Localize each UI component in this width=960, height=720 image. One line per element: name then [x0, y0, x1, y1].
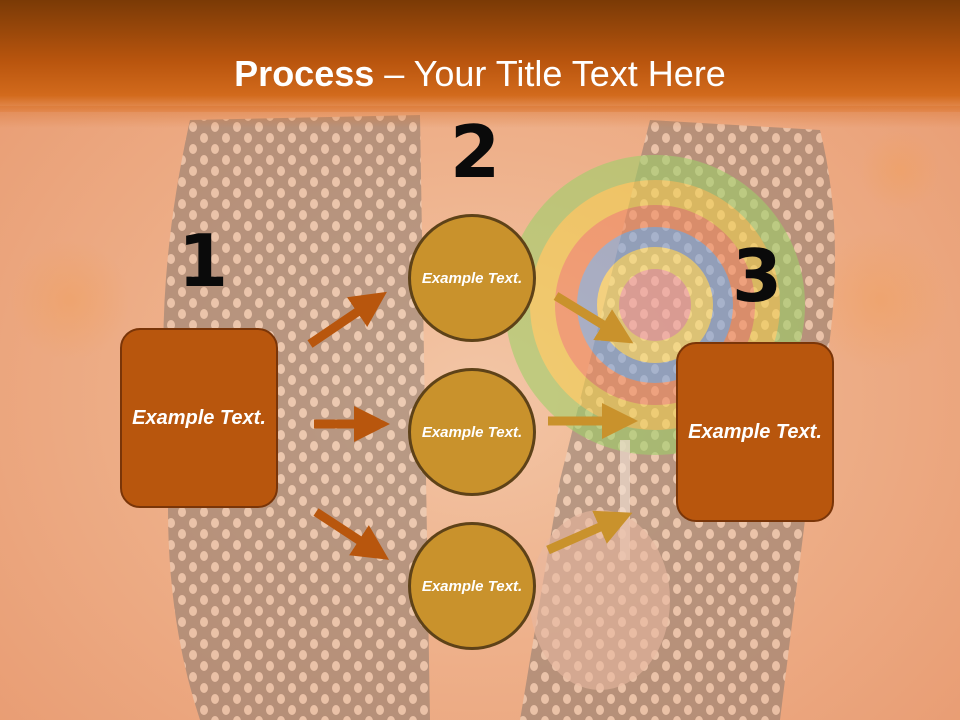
- step-number-2: 2: [450, 110, 501, 194]
- circle-bottom-label: Example Text.: [421, 577, 523, 595]
- step-1-box[interactable]: Example Text.: [120, 328, 278, 508]
- circle-middle-label: Example Text.: [421, 423, 523, 441]
- circle-top-label: Example Text.: [421, 269, 523, 287]
- title-bar: [0, 0, 960, 112]
- arrow-1-to-top: [307, 291, 387, 348]
- title-bold: Process: [234, 53, 375, 94]
- step-2-circle-middle[interactable]: Example Text.: [408, 368, 536, 496]
- step-2-circle-top[interactable]: Example Text.: [408, 214, 536, 342]
- step-1-label: Example Text.: [132, 406, 266, 429]
- arrow-1-to-bottom: [313, 508, 390, 560]
- step-number-1: 1: [178, 219, 229, 303]
- step-3-label: Example Text.: [688, 420, 822, 443]
- title-bar-fade: [0, 106, 960, 128]
- step-2-circle-bottom[interactable]: Example Text.: [408, 522, 536, 650]
- slide-title: Process – Your Title Text Here: [0, 52, 960, 96]
- arrow-top-to-3: [553, 292, 634, 344]
- step-number-3: 3: [732, 234, 783, 318]
- step-3-box[interactable]: Example Text.: [676, 342, 834, 522]
- arrow-bottom-to-3: [546, 510, 633, 555]
- title-rest: – Your Title Text Here: [374, 53, 726, 94]
